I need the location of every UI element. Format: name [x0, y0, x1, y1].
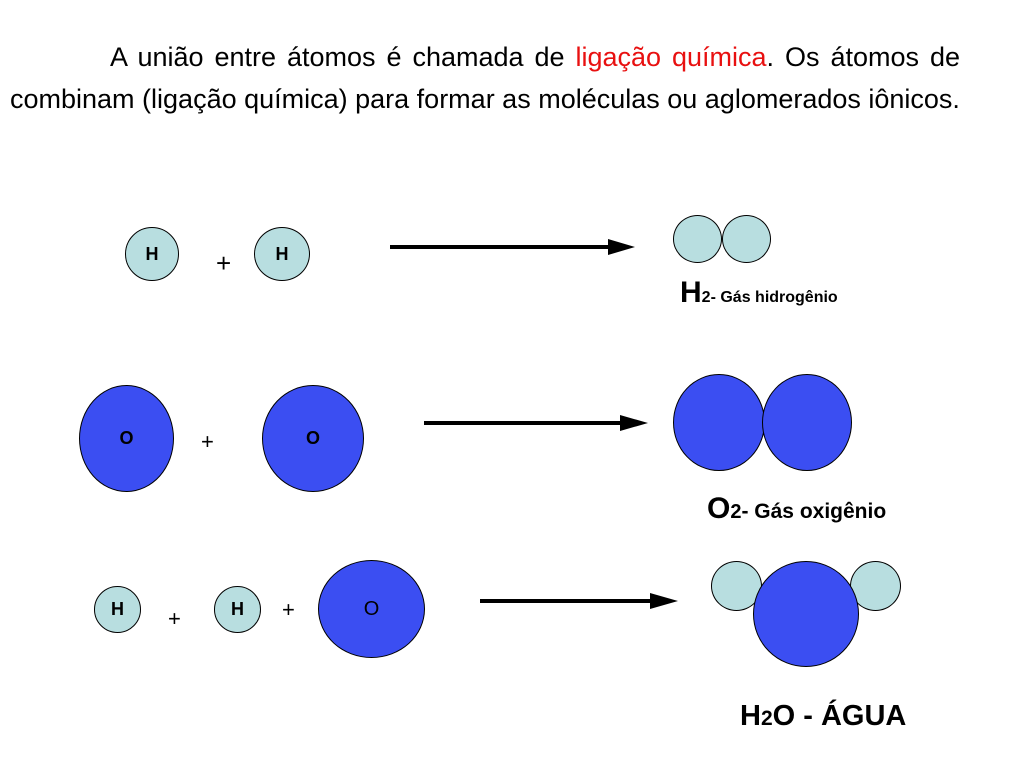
o2-caption: O2- Gás oxigênio	[707, 492, 886, 526]
hydrogen-atom-1: H	[94, 586, 141, 633]
reaction-arrow	[424, 415, 648, 431]
h2-caption-main: H	[680, 276, 702, 309]
o2-caption-sub: 2	[730, 501, 742, 523]
o2-caption-rest: - Gás oxigênio	[741, 500, 887, 523]
h2-molecule-atom-right	[722, 215, 771, 263]
h2o-hydrogen-right	[850, 561, 901, 611]
o2-molecule-atom-left	[673, 374, 765, 471]
h2o-caption-rest: O - ÁGUA	[772, 700, 907, 732]
reaction-arrow	[480, 593, 678, 609]
h2o-caption-sub: 2	[760, 707, 773, 730]
h2-caption: H2- Gás hidrogênio	[680, 276, 838, 310]
h2o-oxygen	[753, 561, 859, 667]
hydrogen-atom-2: H	[214, 586, 261, 633]
hydrogen-atom-2: H	[254, 227, 310, 281]
h2-caption-sub: 2	[701, 289, 711, 306]
oxygen-atom: O	[318, 560, 425, 658]
plus-sign: +	[282, 597, 295, 622]
hydrogen-atom-1: H	[125, 227, 179, 281]
intro-part1: A união entre átomos é chamada de	[110, 42, 576, 72]
plus-sign: +	[216, 248, 232, 278]
plus-sign: +	[168, 606, 181, 631]
intro-text: A união entre átomos é chamada de ligaçã…	[10, 36, 960, 120]
plus-sign: +	[201, 429, 214, 454]
h2-molecule-atom-left	[673, 215, 722, 263]
o2-caption-main: O	[707, 492, 731, 525]
h2-caption-rest: - Gás hidrogênio	[710, 289, 838, 306]
oxygen-atom-2: O	[262, 385, 364, 492]
intro-part2: . Os átomos de combinam (ligação química…	[10, 42, 960, 114]
oxygen-atom-1: O	[79, 385, 174, 492]
o2-molecule-atom-right	[762, 374, 852, 471]
intro-highlight: ligação química	[575, 42, 767, 72]
h2o-caption-h: H	[740, 700, 761, 732]
reaction-arrow	[390, 239, 635, 255]
h2o-caption: H2O - ÁGUA	[740, 700, 906, 733]
